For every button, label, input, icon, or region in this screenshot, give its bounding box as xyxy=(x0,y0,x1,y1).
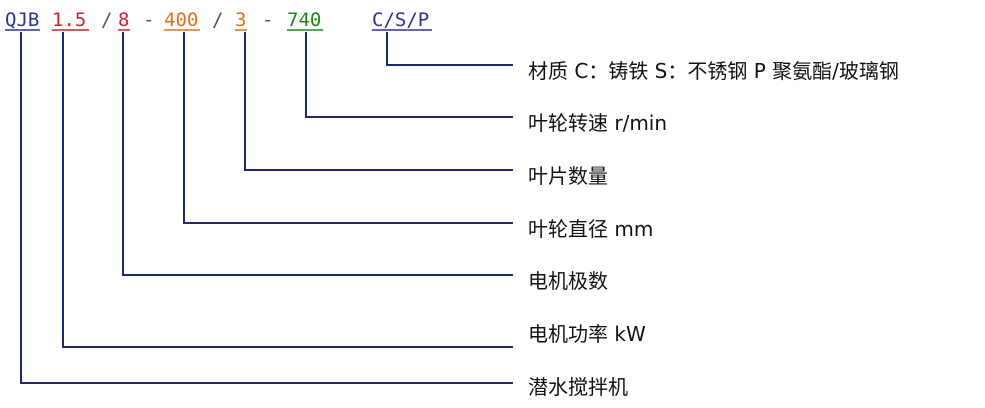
code-dash-1: - xyxy=(143,9,154,31)
leader-prefix xyxy=(20,32,513,384)
model-code-row: QJB 1.5 / 8 - 400 / 3 - 740 C/S/P xyxy=(5,9,429,31)
code-speed: 740 xyxy=(287,9,321,31)
code-slash-1: / xyxy=(101,9,112,31)
leader-lines xyxy=(20,32,513,384)
code-poles: 8 xyxy=(118,9,129,31)
desc-diameter: 叶轮直径 mm xyxy=(528,217,653,241)
desc-material: 材质 C：铸铁 S：不锈钢 P 聚氨酯/玻璃钢 xyxy=(528,59,899,83)
desc-power: 电机功率 kW xyxy=(528,322,646,346)
desc-speed: 叶轮转速 r/min xyxy=(528,111,667,135)
leader-power xyxy=(62,32,513,348)
leader-material xyxy=(386,32,513,66)
code-slash-2: / xyxy=(212,9,223,31)
code-material: C/S/P xyxy=(372,9,429,31)
leader-blades xyxy=(244,32,513,171)
desc-poles: 电机极数 xyxy=(528,269,608,293)
leader-poles xyxy=(122,32,513,276)
desc-prefix: 潜水搅拌机 xyxy=(528,375,628,399)
code-power: 1.5 xyxy=(52,9,86,31)
leader-diameter xyxy=(183,32,513,224)
code-diameter: 400 xyxy=(164,9,198,31)
code-prefix: QJB xyxy=(5,9,39,31)
code-dash-2: - xyxy=(262,9,273,31)
code-blades: 3 xyxy=(235,9,246,31)
desc-blades: 叶片数量 xyxy=(528,164,608,188)
descriptions: 材质 C：铸铁 S：不锈钢 P 聚氨酯/玻璃钢 叶轮转速 r/min 叶片数量 … xyxy=(528,59,899,399)
leader-speed xyxy=(305,32,513,118)
